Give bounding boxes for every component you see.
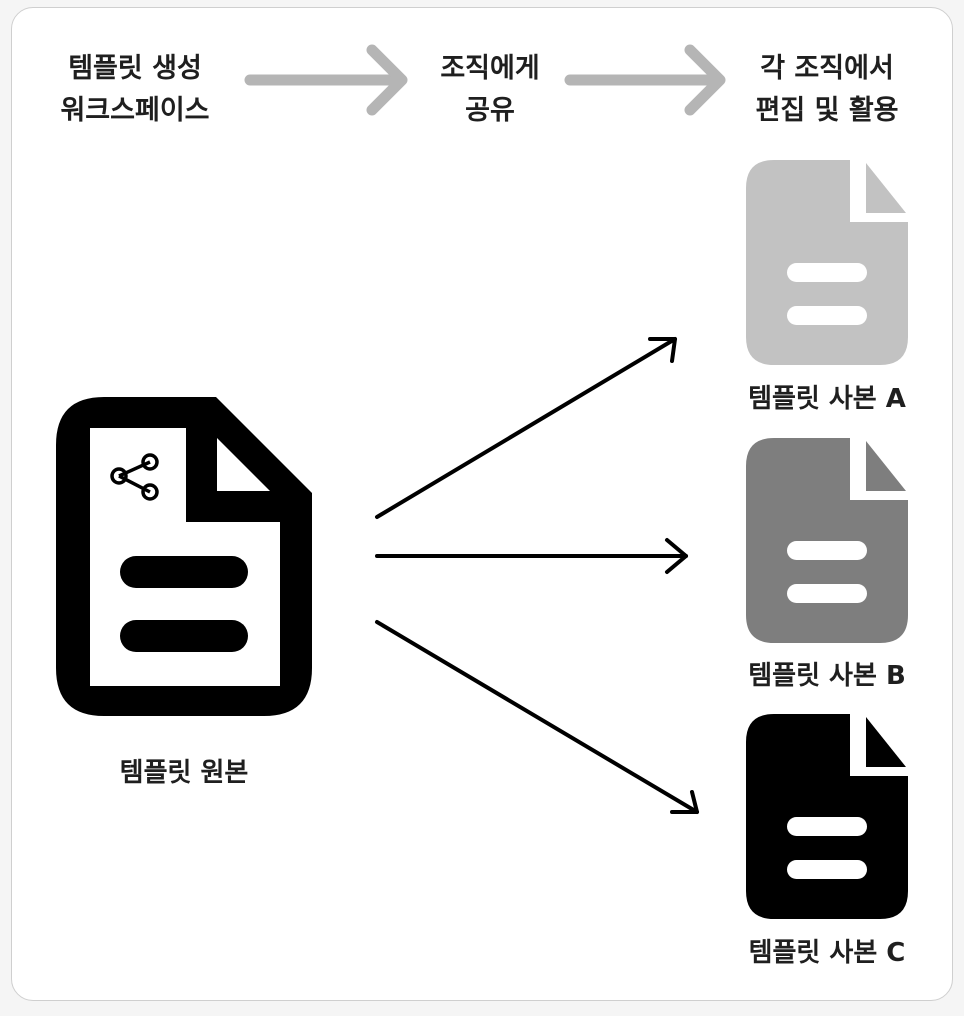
step-arrow-1 (244, 44, 408, 116)
original-document-icon (56, 397, 312, 716)
step-share-to-orgs-line2: 공유 (465, 95, 515, 126)
arrow-to-copy-c (375, 620, 699, 814)
copy-c-label: 템플릿 사본 C (748, 938, 906, 968)
step-edit-and-use-line1: 각 조직에서 (760, 53, 894, 84)
arrow-to-copy-a (375, 337, 677, 519)
step-edit-and-use: 각 조직에서 편집 및 활용 (722, 48, 932, 132)
step-arrow-2 (564, 44, 726, 116)
arrow-to-copy-b (375, 538, 688, 574)
copy-c-document-icon (746, 714, 908, 919)
step-create-workspace-line1: 템플릿 생성 (68, 53, 202, 84)
copy-b-label: 템플릿 사본 B (748, 661, 906, 691)
step-share-to-orgs: 조직에게 공유 (400, 48, 580, 132)
share-icon (110, 453, 159, 501)
copy-a-document-icon (746, 160, 908, 365)
step-create-workspace-line2: 워크스페이스 (60, 95, 210, 126)
step-edit-and-use-line2: 편집 및 활용 (755, 95, 899, 126)
step-share-to-orgs-line1: 조직에게 (440, 53, 540, 84)
step-create-workspace: 템플릿 생성 워크스페이스 (35, 48, 235, 132)
copy-a-label: 템플릿 사본 A (748, 384, 906, 414)
copy-b-document-icon (746, 438, 908, 643)
original-label: 템플릿 원본 (119, 758, 249, 788)
